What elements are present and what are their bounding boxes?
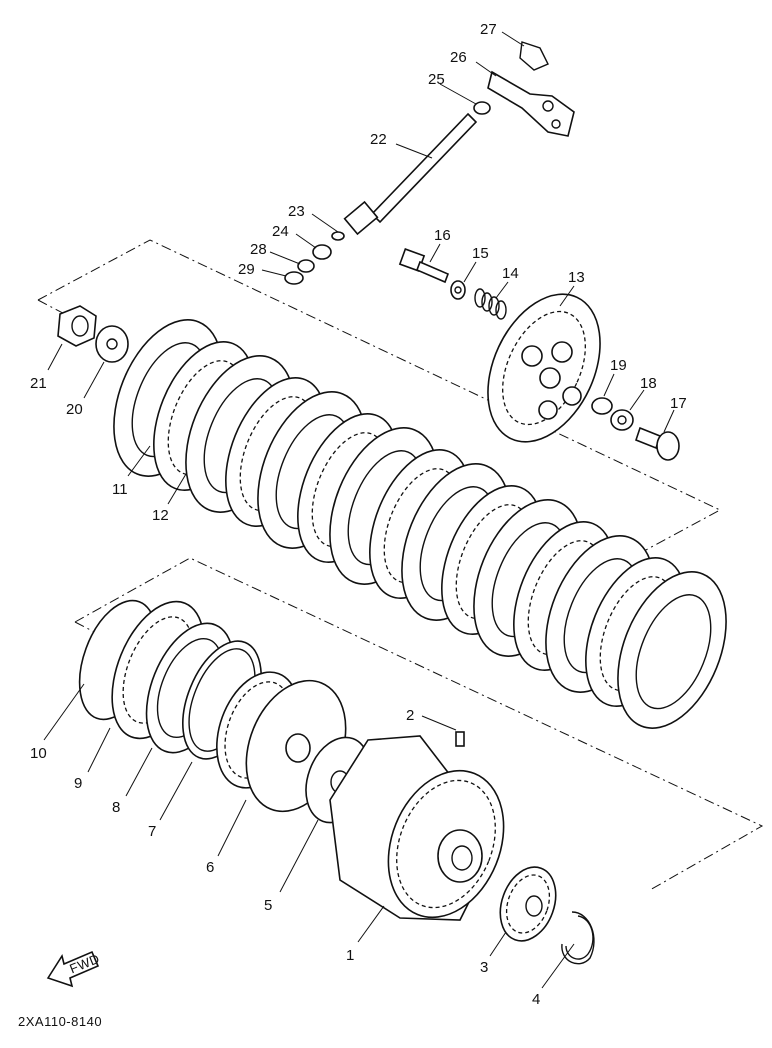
clutch-housing [329, 731, 505, 921]
callout-14: 14 [502, 265, 519, 282]
callout-11: 11 [112, 481, 128, 498]
callout-4: 4 [532, 991, 540, 1008]
callout-9: 9 [74, 775, 82, 792]
plate-inner-edge [635, 594, 712, 710]
callout-6: 6 [206, 859, 214, 876]
callout-27: 27 [480, 21, 497, 38]
callout-25: 25 [428, 71, 445, 88]
callout-15: 15 [472, 245, 489, 262]
callout-17: 17 [670, 395, 687, 412]
callout-22: 22 [370, 131, 387, 148]
callout-23: 23 [288, 203, 305, 220]
nut-washer [57, 305, 129, 363]
callout-12: 12 [152, 507, 169, 524]
callout-5: 5 [264, 897, 272, 914]
callout-3: 3 [480, 959, 488, 976]
callout-13: 13 [568, 269, 585, 286]
callout-26: 26 [450, 49, 467, 66]
bolt-spring-group [398, 248, 507, 320]
callout-8: 8 [112, 799, 120, 816]
leader-lines [43, 31, 675, 989]
forward-direction-marker: FWD [46, 951, 102, 988]
callout-20: 20 [66, 401, 83, 418]
callout-28: 28 [250, 241, 267, 258]
callout-1: 1 [346, 947, 354, 964]
callout-19: 19 [610, 357, 627, 374]
pressure-plate [487, 293, 601, 443]
friction-plate-stack [113, 319, 727, 729]
push-rod-end [591, 397, 680, 461]
assembly-boundaries [37, 239, 764, 891]
callout-24: 24 [272, 223, 289, 240]
callout-10: 10 [30, 745, 47, 762]
friction-plate [617, 571, 727, 729]
callout-18: 18 [640, 375, 657, 392]
callout-16: 16 [434, 227, 451, 244]
callout-7: 7 [148, 823, 156, 840]
callout-2: 2 [406, 707, 414, 724]
callout-29: 29 [238, 261, 255, 278]
drawing-code: 2XA110-8140 [18, 1014, 102, 1029]
primary-gear [499, 866, 595, 965]
callout-labels: 27 26 25 22 23 24 28 29 16 15 14 13 19 1… [30, 21, 687, 1008]
push-lever-assembly [284, 41, 575, 285]
callout-21: 21 [30, 375, 47, 392]
